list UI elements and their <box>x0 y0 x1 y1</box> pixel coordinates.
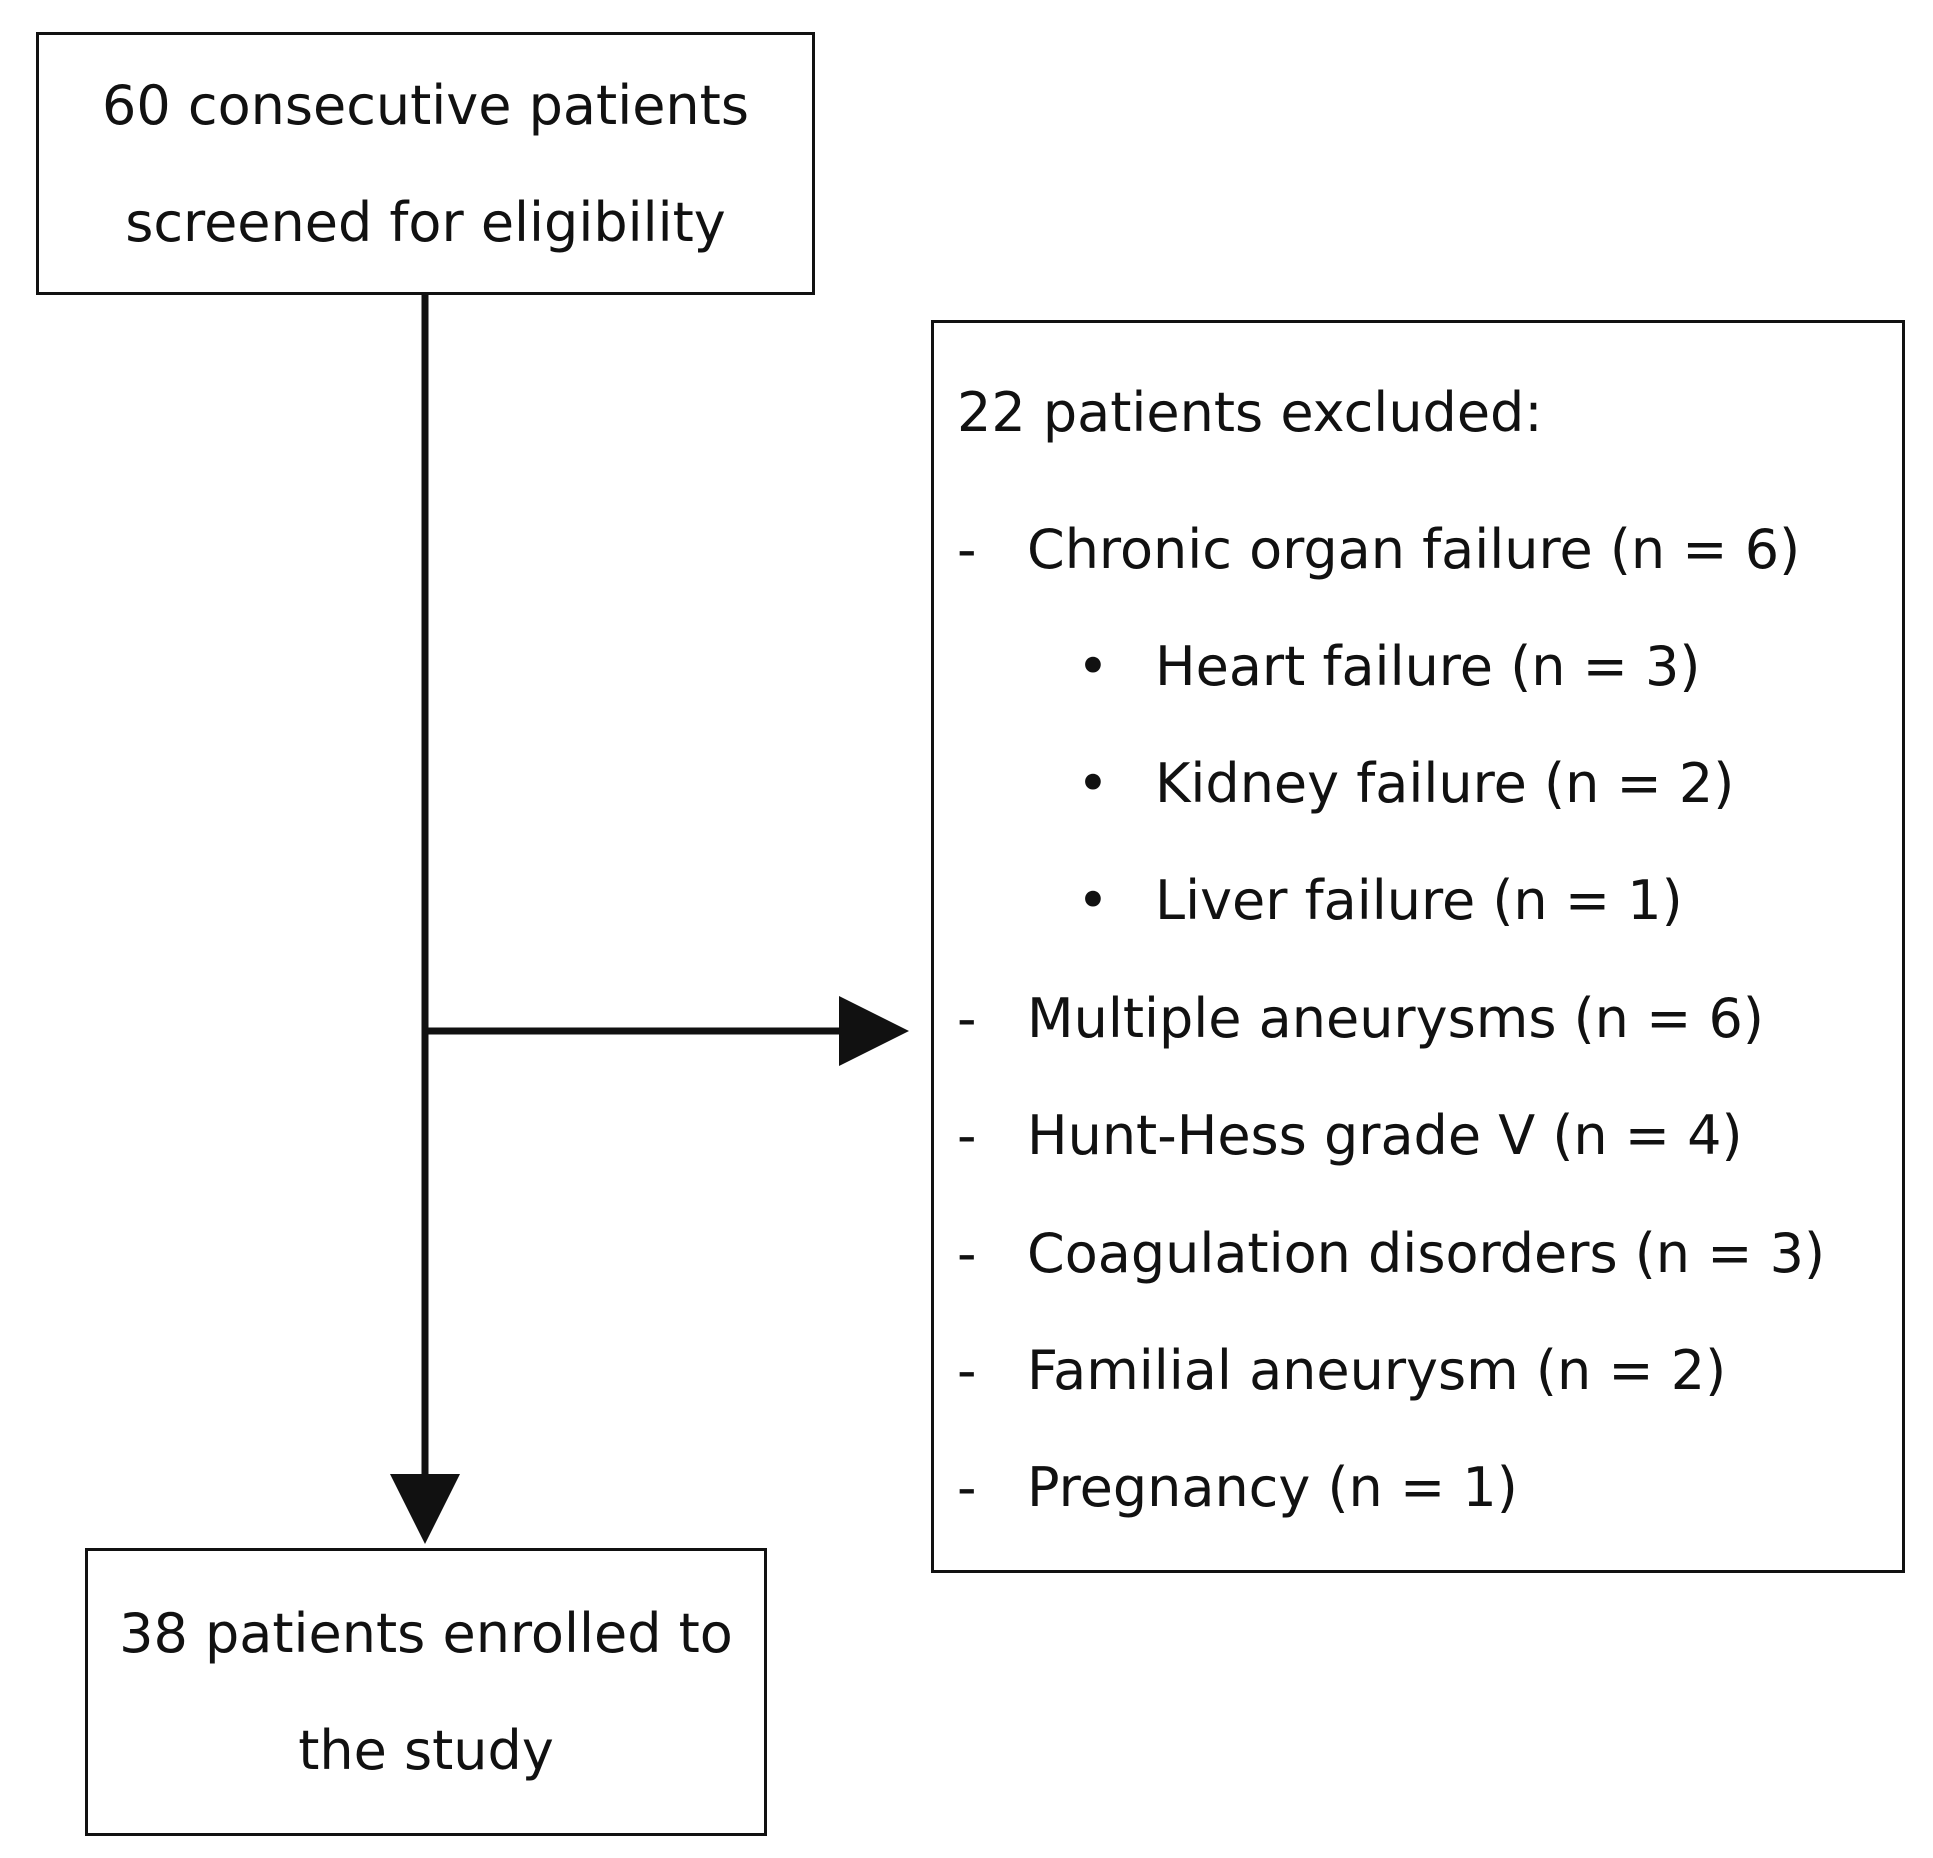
enrolled-line-1: 38 patients enrolled to <box>119 1602 733 1665</box>
excluded-item: -Multiple aneurysms (n = 6) <box>957 984 1764 1054</box>
excluded-item: -Hunt-Hess grade V (n = 4) <box>957 1101 1743 1171</box>
screened-line-2: screened for eligibility <box>125 190 726 254</box>
dash-marker: - <box>957 987 977 1050</box>
excluded-item-text: Hunt-Hess grade V (n = 4) <box>1027 1104 1743 1167</box>
enrolled-box: 38 patients enrolled to the study <box>85 1548 767 1836</box>
excluded-item-text: Pregnancy (n = 1) <box>1027 1456 1518 1519</box>
bullet-marker: • <box>1077 869 1109 932</box>
excluded-item: -Pregnancy (n = 1) <box>957 1453 1518 1523</box>
dash-marker: - <box>957 1222 977 1285</box>
dash-marker: - <box>957 518 977 581</box>
excluded-subitem-text: Kidney failure (n = 2) <box>1155 752 1735 815</box>
excluded-box: 22 patients excluded: -Chronic organ fai… <box>931 320 1905 1573</box>
excluded-subitem: • Heart failure (n = 3) <box>1077 632 1700 702</box>
screened-box: 60 consecutive patients screened for eli… <box>36 32 815 295</box>
excluded-subitem-text: Liver failure (n = 1) <box>1155 869 1683 932</box>
dash-marker: - <box>957 1456 977 1519</box>
excluded-subitem: • Kidney failure (n = 2) <box>1077 749 1734 819</box>
bullet-marker: • <box>1077 635 1109 698</box>
excluded-item-text: Chronic organ failure (n = 6) <box>1027 518 1801 581</box>
screened-line-1: 60 consecutive patients <box>102 73 749 137</box>
excluded-item-text: Familial aneurysm (n = 2) <box>1027 1339 1727 1402</box>
excluded-item-text: Coagulation disorders (n = 3) <box>1027 1222 1826 1285</box>
bullet-marker: • <box>1077 752 1109 815</box>
dash-marker: - <box>957 1339 977 1402</box>
excluded-subitem: • Liver failure (n = 1) <box>1077 866 1683 936</box>
excluded-subitem-text: Heart failure (n = 3) <box>1155 635 1701 698</box>
excluded-item: -Chronic organ failure (n = 6) <box>957 515 1800 585</box>
excluded-item: -Familial aneurysm (n = 2) <box>957 1336 1726 1406</box>
excluded-item: -Coagulation disorders (n = 3) <box>957 1219 1825 1289</box>
dash-marker: - <box>957 1104 977 1167</box>
enrolled-line-2: the study <box>298 1719 554 1782</box>
excluded-item-text: Multiple aneurysms (n = 6) <box>1027 987 1764 1050</box>
excluded-heading: 22 patients excluded: <box>957 381 1543 444</box>
